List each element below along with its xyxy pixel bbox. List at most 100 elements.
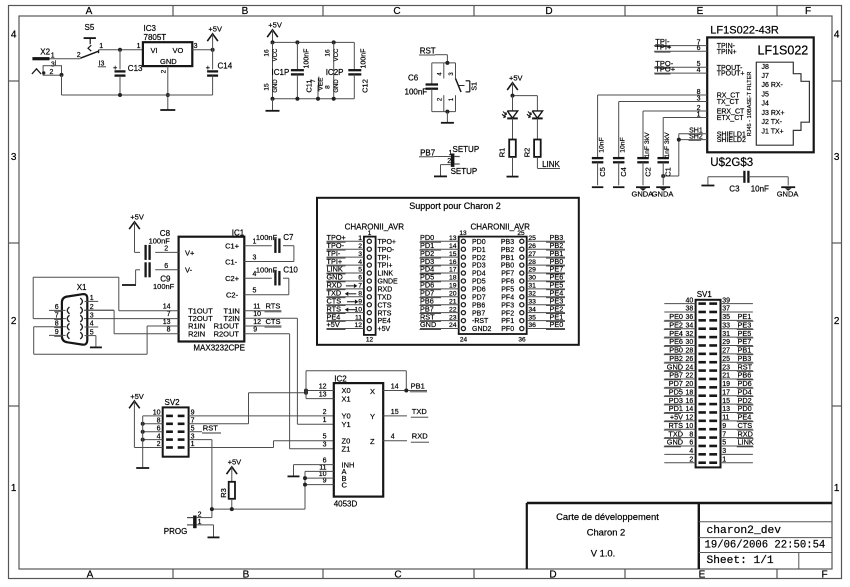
svg-text:15: 15 <box>391 409 399 416</box>
svg-text:D: D <box>545 6 552 17</box>
svg-text:1: 1 <box>99 43 103 50</box>
svg-text:SETUP: SETUP <box>453 145 480 154</box>
svg-text:2: 2 <box>697 105 701 112</box>
svg-text:VCC: VCC <box>273 48 279 61</box>
svg-text:TPIN-: TPIN- <box>717 43 736 50</box>
svg-text:3: 3 <box>323 442 327 449</box>
svg-text:24: 24 <box>686 364 694 371</box>
svg-text:R1OUT: R1OUT <box>214 322 240 331</box>
svg-text:100nF: 100nF <box>153 282 175 291</box>
svg-text:TPO-: TPO- <box>655 59 673 68</box>
svg-text:1: 1 <box>253 239 257 246</box>
svg-text:GND2: GND2 <box>472 326 492 333</box>
svg-text:+5V: +5V <box>268 21 282 30</box>
svg-text:1: 1 <box>323 417 327 424</box>
svg-text:GNDE: GNDE <box>378 279 399 286</box>
svg-text:E: E <box>699 570 706 581</box>
svg-text:C2-: C2- <box>226 291 239 300</box>
svg-text:15: 15 <box>264 83 271 91</box>
svg-text:22: 22 <box>449 306 457 313</box>
svg-text:5: 5 <box>722 440 726 447</box>
svg-text:Z1: Z1 <box>342 445 351 454</box>
svg-text:C1: C1 <box>664 167 673 177</box>
svg-text:26: 26 <box>528 243 536 250</box>
svg-text:D: D <box>549 570 556 581</box>
svg-text:PE1: PE1 <box>550 312 564 321</box>
svg-text:PD2: PD2 <box>738 396 752 405</box>
svg-text:PE4: PE4 <box>327 312 341 321</box>
svg-text:+5V: +5V <box>378 326 391 333</box>
svg-text:28: 28 <box>528 259 536 266</box>
svg-text:5: 5 <box>253 288 257 295</box>
svg-text:3: 3 <box>253 254 257 261</box>
svg-text:16: 16 <box>686 398 694 405</box>
svg-text:GNDA: GNDA <box>652 190 674 199</box>
svg-text:13: 13 <box>459 230 467 237</box>
svg-text:PF6: PF6 <box>501 279 514 286</box>
svg-text:PE6: PE6 <box>669 337 683 346</box>
svg-text:18: 18 <box>686 389 694 396</box>
svg-text:PD3: PD3 <box>472 263 486 270</box>
svg-text:SHIELD2: SHIELD2 <box>717 137 746 144</box>
svg-text:RST: RST <box>738 362 753 371</box>
svg-text:5: 5 <box>90 329 94 336</box>
svg-text:LINK: LINK <box>327 265 343 274</box>
svg-text:23: 23 <box>722 364 730 371</box>
svg-text:14: 14 <box>391 383 399 390</box>
svg-text:R2IN: R2IN <box>188 329 205 338</box>
svg-text:C14: C14 <box>218 62 233 71</box>
svg-text:4: 4 <box>697 67 701 74</box>
svg-text:1: 1 <box>834 483 840 494</box>
svg-text:PB3: PB3 <box>738 354 752 363</box>
svg-text:1: 1 <box>697 111 701 118</box>
svg-text:32: 32 <box>686 331 694 338</box>
svg-text:PD2: PD2 <box>420 249 434 258</box>
svg-text:Z0: Z0 <box>342 437 351 446</box>
svg-text:LF1S022-43R: LF1S022-43R <box>710 25 779 37</box>
svg-text:19: 19 <box>449 283 457 290</box>
svg-text:4: 4 <box>157 433 161 440</box>
svg-text:LINK: LINK <box>738 438 754 447</box>
svg-text:2: 2 <box>834 316 840 327</box>
svg-text:7: 7 <box>191 418 195 425</box>
svg-text:C: C <box>393 6 400 17</box>
svg-text:X0: X0 <box>342 386 351 395</box>
svg-text:RTS: RTS <box>266 302 281 311</box>
svg-text:1: 1 <box>11 483 17 494</box>
svg-text:8: 8 <box>157 418 161 425</box>
svg-text:RXD: RXD <box>378 286 393 293</box>
svg-text:Y: Y <box>370 412 375 421</box>
svg-text:26: 26 <box>686 356 694 363</box>
svg-text:31: 31 <box>528 283 536 290</box>
svg-text:100nF: 100nF <box>405 88 428 97</box>
svg-text:IC1P: IC1P <box>272 68 290 77</box>
svg-text:2: 2 <box>90 304 94 311</box>
svg-text:TPI+: TPI+ <box>655 43 672 52</box>
svg-text:Y0: Y0 <box>342 412 351 421</box>
svg-text:J8: J8 <box>762 64 770 71</box>
svg-text:PE3: PE3 <box>738 320 752 329</box>
svg-text:PD5: PD5 <box>669 387 683 396</box>
svg-text:PE4: PE4 <box>550 289 564 298</box>
svg-text:7805T: 7805T <box>144 33 167 42</box>
svg-text:24: 24 <box>460 337 468 344</box>
svg-text:C6: C6 <box>408 74 419 83</box>
svg-text:14: 14 <box>163 304 171 311</box>
svg-text:PD5: PD5 <box>420 273 434 282</box>
svg-text:RJ45 - 10BASE-T FILTER: RJ45 - 10BASE-T FILTER <box>747 72 753 137</box>
svg-text:PF0: PF0 <box>501 326 514 333</box>
svg-text:PD1: PD1 <box>669 404 683 413</box>
svg-text:PB1: PB1 <box>550 249 564 258</box>
svg-text:Support pour Charon 2: Support pour Charon 2 <box>409 201 501 211</box>
svg-text:33: 33 <box>722 322 730 329</box>
svg-text:CHARONII_AVR: CHARONII_AVR <box>345 223 405 232</box>
svg-text:C: C <box>394 570 401 581</box>
svg-text:C2: C2 <box>644 167 653 177</box>
svg-text:A: A <box>87 570 94 581</box>
svg-text:GND: GND <box>327 273 343 282</box>
svg-text:13: 13 <box>163 319 171 326</box>
svg-text:16: 16 <box>325 49 332 57</box>
svg-text:PD7: PD7 <box>420 289 434 298</box>
svg-text:2: 2 <box>437 97 443 101</box>
svg-text:9: 9 <box>722 423 726 430</box>
